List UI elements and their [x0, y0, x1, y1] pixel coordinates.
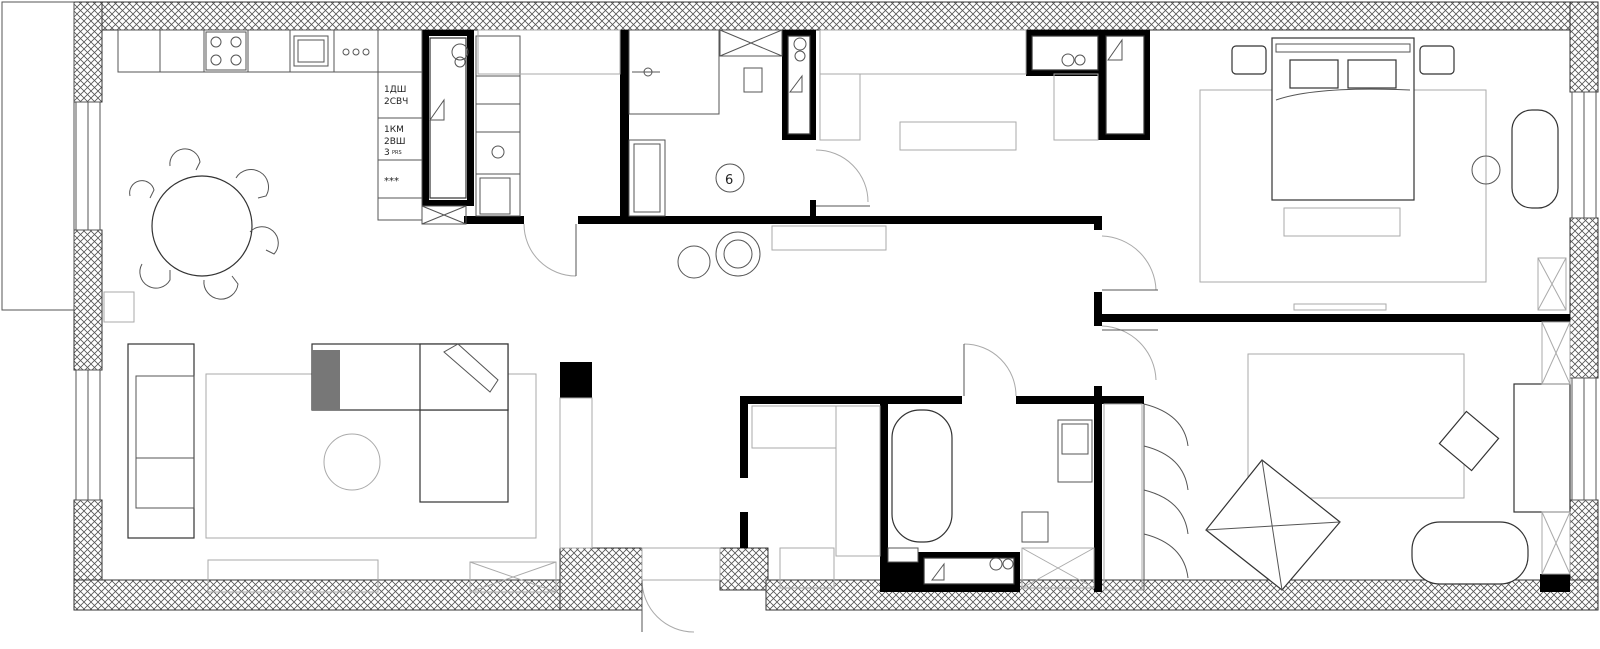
- label-stars: ***: [384, 176, 399, 187]
- drops-icon: [342, 48, 370, 56]
- doors: [523, 149, 1158, 633]
- label-2svch: 2СВЧ: [384, 97, 408, 107]
- room-number: 6: [725, 173, 733, 188]
- outer-walls: [73, 1, 1599, 611]
- master-bedroom: [1199, 37, 1567, 311]
- bathroom-6: 6: [628, 29, 811, 217]
- plant-icon: [677, 231, 761, 279]
- label-3: 3: [384, 148, 390, 158]
- label-2vsh: 2ВШ: [384, 137, 406, 147]
- main-bathroom: [887, 403, 1143, 591]
- living-room: [127, 343, 593, 593]
- corridor-wardrobe: [677, 29, 1145, 279]
- label-1km: 1КМ: [384, 125, 404, 135]
- stove-icon: [205, 31, 247, 71]
- label-1dsh: 1ДШ: [384, 85, 406, 95]
- balcony: [1, 1, 75, 311]
- second-bedroom: [1205, 321, 1571, 591]
- dining-table: [103, 148, 279, 323]
- interior-walls: [422, 30, 1570, 592]
- kitchen: 1ДШ 2СВЧ 1КМ 2ВШ 3 PRS ***: [117, 29, 467, 225]
- walk-in-closet: [751, 405, 881, 589]
- fridge-block: [429, 29, 621, 217]
- folding-doors: [1143, 403, 1189, 590]
- windows: [75, 91, 1597, 501]
- sink-icon: [293, 35, 329, 67]
- label-prs: PRS: [392, 150, 402, 156]
